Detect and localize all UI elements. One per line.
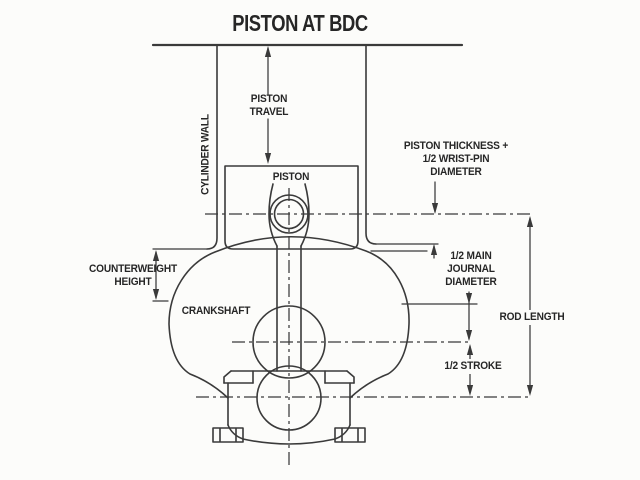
rod-length-label: ROD LENGTH: [491, 310, 573, 325]
main-journal-circle: [252, 305, 326, 379]
half-main-journal-line1: 1/2 MAIN: [450, 250, 492, 262]
half-main-journal-label: 1/2 MAIN JOURNAL DIAMETER: [416, 250, 526, 289]
piston-label: PISTON: [272, 171, 310, 183]
cylinder-wall-left-line: [206, 44, 218, 250]
counterweight-height-label: COUNTERWEIGHT HEIGHT: [73, 263, 193, 289]
rod-bolt-right: [334, 427, 366, 443]
diagram-title: PISTON AT BDC: [232, 10, 368, 36]
half-main-journal-line3: DIAMETER: [445, 276, 497, 288]
piston-travel-line1: PISTON: [250, 93, 288, 105]
cylinder-wall-right-line: [365, 44, 377, 245]
rod-cap-bottom: [227, 424, 351, 445]
rod-bolt-left: [212, 427, 244, 443]
piston-thickness-label: PISTON THICKNESS + 1/2 WRIST-PIN DIAMETE…: [382, 140, 529, 179]
piston-thickness-line3: DIAMETER: [430, 166, 482, 178]
counterweight-outline: [168, 235, 410, 399]
dimension-arrowheads: [152, 46, 534, 396]
half-stroke-label: 1/2 STROKE: [432, 359, 514, 374]
piston-thickness-line2: 1/2 WRIST-PIN: [422, 153, 490, 165]
counterweight-height-line2: HEIGHT: [114, 276, 152, 288]
big-end-chamfer-left: [223, 370, 232, 384]
counterweight-height-line1: COUNTERWEIGHT: [89, 263, 177, 275]
cylinder-wall-label: CYLINDER WALL: [199, 114, 212, 195]
big-end-chamfer-right: [346, 370, 355, 384]
piston-travel-label: PISTON TRAVEL: [223, 93, 315, 119]
piston-thickness-line1: PISTON THICKNESS +: [403, 140, 509, 152]
piston-travel-line2: TRAVEL: [249, 106, 289, 118]
half-main-journal-line2: JOURNAL: [447, 263, 495, 275]
big-end-step-inner-lines: [252, 370, 326, 384]
piston-outline: [224, 165, 359, 250]
big-end-sides: [227, 382, 351, 426]
crankshaft-label: CRANKSHAFT: [181, 305, 251, 317]
